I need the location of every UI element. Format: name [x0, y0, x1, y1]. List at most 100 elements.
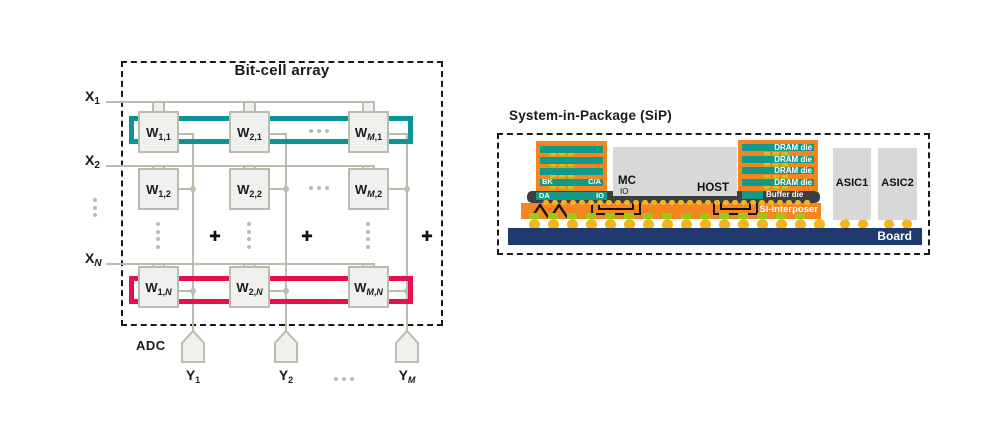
bitcell-label-base: W — [237, 182, 250, 197]
cell-output-stub — [177, 290, 194, 292]
input-label-sub: N — [94, 258, 102, 269]
wordline — [106, 263, 371, 265]
input-ellipsis-dot — [93, 213, 97, 217]
column-ellipsis-dot — [156, 244, 160, 249]
input-label-base: X — [85, 88, 95, 104]
asic2-die: ASIC2 — [878, 148, 917, 220]
bitcell: WM,1 — [348, 111, 389, 153]
bitcell: W2,2 — [229, 168, 270, 210]
bitcell-label-row: 1 — [377, 132, 383, 142]
bitcell-dashed-box — [121, 61, 443, 326]
microbump — [543, 199, 549, 205]
asic-solder-ball — [902, 219, 912, 229]
input-label: XN — [85, 250, 119, 269]
solder-ball — [699, 218, 711, 230]
output-ellipsis-dot — [342, 377, 346, 381]
bitcell-label: W2,1 — [231, 113, 268, 157]
bitcell-label: W2,N — [231, 268, 268, 312]
tsv-bump — [782, 174, 788, 179]
output-label: YM — [382, 367, 432, 385]
asic1-label: ASIC1 — [835, 177, 869, 189]
bump-pad — [624, 213, 634, 219]
bitcell-label-col: 1 — [158, 189, 164, 199]
input-label: X1 — [85, 88, 119, 107]
bump-pad — [719, 213, 729, 219]
output-label-base: Y — [185, 367, 196, 383]
bitcell-label-comma: , — [163, 189, 166, 199]
microbump — [570, 199, 576, 205]
bitcell-label-comma: , — [374, 189, 378, 199]
microbump — [795, 199, 801, 205]
bitcell-label-col: M — [367, 132, 375, 142]
bitcell: W2,N — [229, 266, 270, 308]
input-label: X2 — [85, 152, 119, 171]
adc-funnel-icon — [274, 330, 298, 363]
dram-die-bar: DRAM die — [742, 143, 814, 152]
tsv-bump — [782, 186, 788, 190]
bitline — [192, 133, 194, 331]
tsv-bump — [559, 164, 565, 168]
bitcell-label-comma: , — [163, 132, 166, 142]
dram-die-label: DRAM die — [774, 143, 812, 152]
tsv-bump — [550, 164, 556, 168]
dram-die-bar: DRAM die — [742, 154, 814, 164]
microbump — [651, 199, 657, 205]
asic-solder-ball — [840, 219, 850, 229]
tsv-bump — [773, 186, 779, 190]
bitcell: WM,2 — [348, 168, 389, 210]
bump-pad — [795, 213, 805, 219]
microbump — [579, 199, 585, 205]
column-ellipsis-dot — [247, 222, 251, 226]
cell-output-stub — [177, 188, 194, 190]
wordline — [106, 165, 371, 167]
bitcell-label-comma: , — [373, 287, 377, 297]
tsv-bump — [568, 164, 574, 168]
bitcell-label-col: 2 — [249, 132, 255, 142]
dram-die-label: DRAM die — [774, 177, 812, 187]
column-ellipsis-dot — [366, 222, 370, 226]
bitline — [406, 133, 408, 331]
microbump — [696, 199, 702, 205]
junction-dot — [190, 186, 196, 192]
dram-die-bar: DRAM die — [742, 177, 814, 187]
column-ellipsis-dot — [247, 237, 251, 241]
board: Board — [508, 228, 922, 245]
da-label: DA — [539, 191, 550, 200]
buffer-die-label: Buffer die — [766, 190, 804, 199]
tsv-bump — [764, 163, 770, 167]
microbump — [705, 199, 711, 205]
dram-die-label: DRAM die — [774, 154, 812, 164]
die-bar — [540, 146, 603, 153]
microbump — [642, 199, 648, 205]
row-ellipsis-dot — [325, 129, 329, 133]
sip-title: System-in-Package (SiP) — [509, 108, 672, 123]
input-ellipsis-dot — [93, 205, 97, 210]
microbump — [552, 199, 558, 205]
input-label-sub: 2 — [94, 160, 100, 171]
dram-die-label: DRAM die — [774, 166, 812, 175]
column-ellipsis-dot — [156, 229, 160, 234]
asic-solder-ball — [858, 219, 868, 229]
solder-ball — [604, 218, 616, 230]
solder-ball — [775, 218, 787, 230]
bump-pad — [681, 213, 691, 219]
microbump — [741, 199, 747, 205]
bitcell-label: W1,2 — [140, 170, 177, 214]
solder-ball — [756, 218, 768, 230]
bump-pad — [757, 213, 767, 219]
microbump — [687, 199, 693, 205]
column-ellipsis-dot — [247, 229, 251, 234]
bitcell-label: W1,N — [140, 268, 177, 312]
microbump — [660, 199, 666, 205]
solder-ball — [737, 218, 749, 230]
tsv-bump — [568, 153, 574, 157]
bump-pad — [567, 213, 577, 219]
asic1-die: ASIC1 — [833, 148, 871, 220]
dram-die-bar: DRAM die — [742, 166, 814, 175]
bitcell-label-col: 1 — [158, 132, 164, 142]
